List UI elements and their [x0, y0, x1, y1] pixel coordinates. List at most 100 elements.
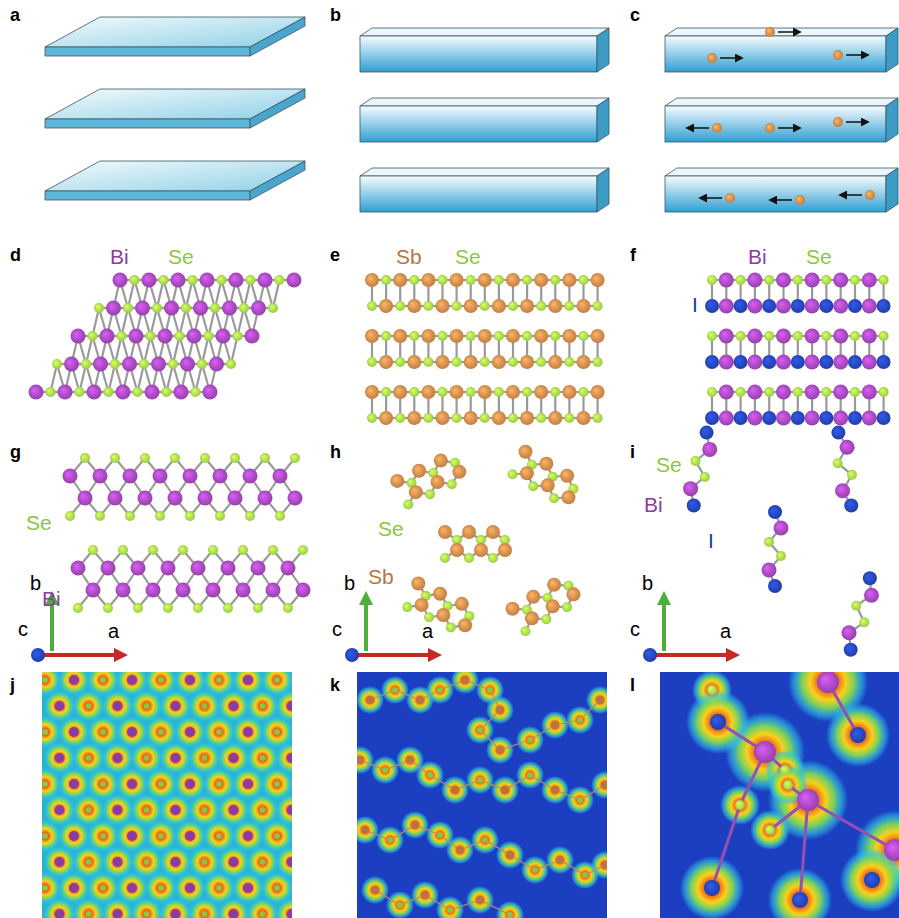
atom — [202, 911, 208, 917]
atom — [245, 511, 255, 521]
atom — [564, 357, 574, 367]
atom — [213, 469, 228, 484]
atom — [58, 385, 73, 400]
atom — [379, 355, 393, 369]
atom — [127, 727, 137, 737]
atom — [171, 805, 181, 815]
atom — [200, 453, 210, 463]
bond — [370, 680, 600, 750]
structure-f — [705, 273, 891, 426]
atom — [210, 303, 220, 313]
atom — [747, 355, 762, 370]
atom — [366, 696, 374, 704]
axis-triad — [345, 591, 442, 662]
bar-front — [360, 106, 597, 142]
carrier-arrow — [720, 57, 742, 59]
atom — [206, 583, 221, 598]
atom — [762, 299, 776, 313]
atom — [762, 411, 776, 425]
atom — [63, 469, 78, 484]
atom — [274, 833, 280, 839]
plate-front — [45, 47, 250, 56]
density-glow — [591, 851, 607, 879]
atom — [133, 603, 143, 613]
atom — [747, 273, 762, 288]
atom — [805, 385, 820, 400]
atom — [393, 329, 407, 343]
atom — [705, 355, 719, 369]
atom — [69, 831, 79, 841]
density-glow — [521, 856, 549, 884]
atom — [456, 846, 464, 854]
atom — [116, 583, 131, 598]
atom — [216, 833, 222, 839]
atom — [520, 466, 534, 480]
atom — [236, 583, 251, 598]
atom — [534, 385, 548, 399]
atom — [260, 807, 266, 813]
bar-front — [665, 106, 886, 142]
atom — [423, 357, 433, 367]
atom — [593, 301, 603, 311]
atom — [805, 299, 820, 314]
carrier — [795, 195, 805, 205]
atom — [734, 411, 748, 425]
atom — [100, 781, 106, 787]
atom — [864, 588, 879, 603]
atom — [719, 299, 734, 314]
atom — [427, 772, 433, 778]
atom — [403, 499, 413, 509]
atom — [496, 706, 504, 714]
atom — [506, 602, 520, 616]
atom — [395, 357, 405, 367]
axis-b — [662, 603, 666, 651]
atom — [719, 273, 734, 288]
axis-a — [656, 653, 728, 657]
atom — [216, 885, 222, 891]
atom — [287, 857, 293, 867]
bond — [800, 800, 808, 900]
atom — [776, 273, 791, 288]
atom — [768, 579, 782, 593]
atom — [863, 571, 877, 585]
axis-a — [44, 653, 116, 657]
atom — [833, 385, 848, 400]
atom — [287, 805, 293, 815]
atom — [438, 331, 448, 341]
atom — [144, 807, 150, 813]
carrier — [865, 190, 875, 200]
atom — [541, 614, 551, 624]
atom — [415, 598, 429, 612]
atom — [421, 329, 435, 343]
axis-label: b — [642, 573, 653, 593]
atom — [101, 561, 116, 576]
atom — [251, 301, 266, 316]
density-glow — [446, 836, 474, 864]
atom — [551, 721, 559, 729]
atom — [764, 275, 774, 285]
atom-group — [365, 273, 605, 425]
atom — [601, 781, 607, 789]
density-glow — [516, 726, 544, 754]
atom — [390, 474, 404, 488]
atom — [488, 553, 498, 563]
atom-label: I — [708, 530, 714, 551]
bond-group — [712, 280, 884, 418]
bond-group — [36, 280, 294, 392]
atom — [260, 755, 266, 761]
atom — [501, 786, 509, 794]
atom — [536, 413, 546, 423]
atom — [450, 329, 464, 343]
atom — [791, 411, 805, 425]
density-map — [42, 672, 292, 918]
atom — [171, 273, 186, 288]
atom — [564, 301, 574, 311]
atom — [528, 481, 538, 491]
atom — [395, 301, 405, 311]
atom — [86, 703, 92, 709]
atom — [202, 703, 208, 709]
bar-top — [360, 168, 609, 176]
atom — [577, 717, 583, 723]
atom — [392, 687, 398, 693]
atom — [596, 696, 604, 704]
